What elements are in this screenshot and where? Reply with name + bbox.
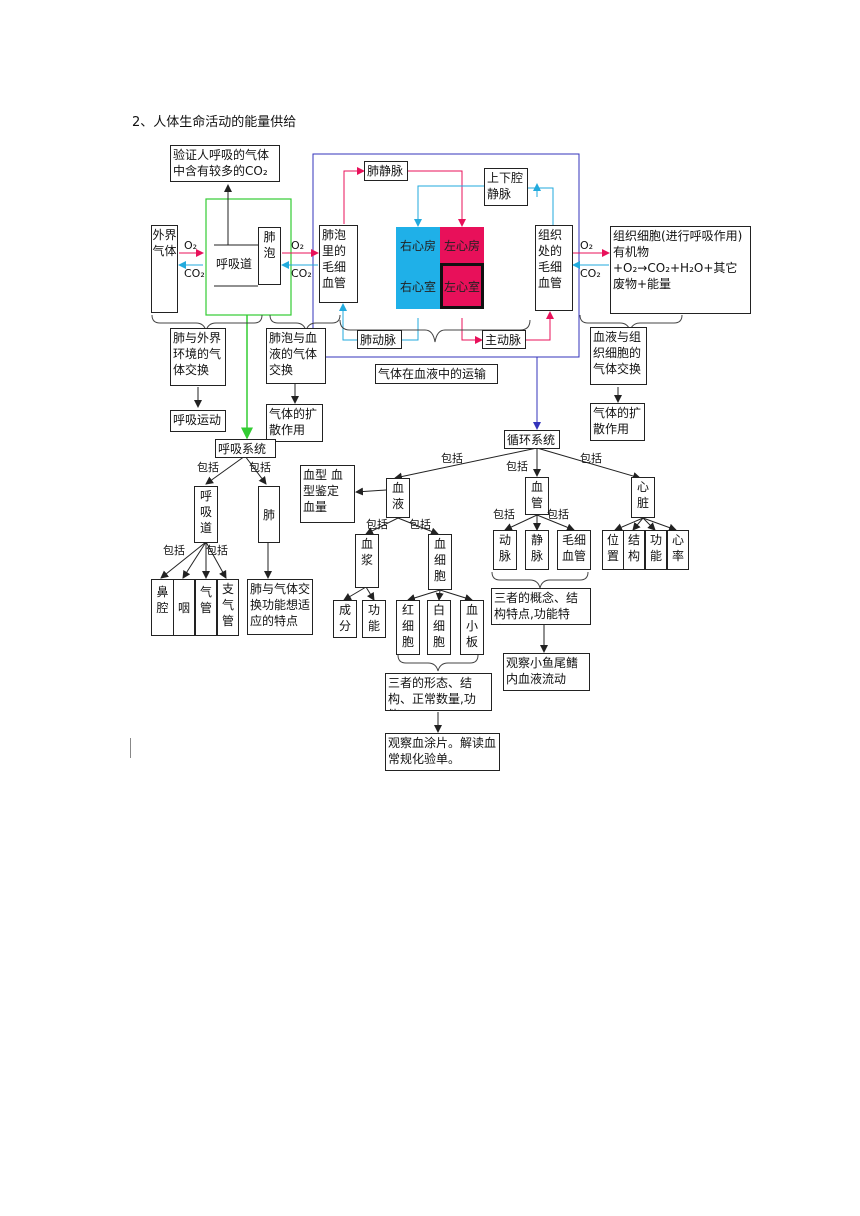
alveoli-blood-exchange-box: 肺泡与血液的气体交换 [266, 328, 326, 384]
composition-box: 成分 [333, 600, 357, 638]
include-label-resp-3: 包括 [163, 544, 185, 557]
alveoli-box: 肺泡 [258, 227, 281, 285]
red-blood-cell-box: 红细胞 [396, 600, 420, 655]
right-atrium: 右心房 [396, 227, 440, 263]
include-label-circ-3: 包括 [580, 452, 602, 465]
vessels-box: 血管 [525, 477, 549, 515]
include-label-circ-2: 包括 [506, 460, 528, 473]
nasal-cavity-box: 鼻腔 [151, 579, 174, 636]
diffusion-box-left: 气体的扩散作用 [266, 404, 323, 442]
platelet-box: 血小板 [460, 600, 484, 655]
capillary-box: 毛细血管 [557, 530, 591, 570]
include-label-resp-1: 包括 [197, 461, 219, 474]
blood-tissue-exchange-box: 血液与组织细胞的气体交换 [590, 327, 647, 385]
circulatory-system-box: 循环系统 [504, 430, 560, 449]
respiratory-system-box: 呼吸系统 [215, 439, 276, 458]
aorta-box: 主动脉 [482, 330, 526, 349]
left-ventricle: 左心室 [440, 263, 484, 309]
co2-label-mid: CO₂ [291, 267, 312, 280]
bronchi-box: 支气管 [217, 579, 239, 636]
left-atrium: 左心房 [440, 227, 484, 263]
plasma-box: 血浆 [355, 534, 379, 588]
heart-structure-box: 结构 [623, 530, 645, 570]
vessels-note-box: 三者的概念、结构特点,功能特点。 [491, 588, 591, 625]
co2-label-left: CO₂ [184, 267, 205, 280]
trachea-box: 气管 [195, 579, 217, 636]
white-blood-cell-box: 白细胞 [427, 600, 451, 655]
vena-cava-box: 上下腔静脉 [484, 168, 528, 206]
tissue-cell-box: 组织细胞(进行呼吸作用)有机物+O₂→CO₂+H₂O+其它废物+能量 [610, 226, 751, 314]
cells-note-box: 三者的形态、结构、正常数量,功能。 [385, 673, 492, 711]
margin-tick [130, 738, 131, 758]
o2-label-left: O₂ [184, 239, 198, 252]
airway-box: 呼吸道 [194, 486, 218, 543]
vein-box: 静脉 [525, 530, 549, 570]
include-label-circ-7: 包括 [547, 508, 569, 521]
o2-label-mid: O₂ [291, 239, 305, 252]
outside-air-box: 外界气体 [151, 225, 178, 313]
heart-function-box: 功能 [645, 530, 667, 570]
include-label-circ-6: 包括 [493, 508, 515, 521]
lung-box: 肺 [258, 486, 280, 543]
heart-box: 心脏 [631, 477, 655, 518]
page-title: 2、人体生命活动的能量供给 [132, 115, 297, 130]
o2-label-right: O₂ [580, 239, 594, 252]
lung-feature-box: 肺与气体交换功能想适应的特点 [247, 579, 313, 635]
artery-box: 动脉 [493, 530, 517, 570]
fish-tail-note-box: 观察小鱼尾鳍内血液流动 [503, 653, 590, 691]
blood-cells-box: 血细胞 [428, 534, 452, 590]
tissue-capillary-box: 组织处的毛细血管 [535, 225, 573, 311]
include-label-resp-4: 包括 [206, 544, 228, 557]
include-label-circ-1: 包括 [441, 452, 463, 465]
right-ventricle: 右心室 [396, 263, 440, 309]
function-box: 功能 [362, 600, 386, 638]
airway-label: 呼吸道 [216, 257, 253, 271]
heart-position-box: 位置 [602, 530, 624, 570]
pulmonary-artery-box: 肺动脉 [357, 330, 402, 349]
pharynx-box: 咽 [173, 579, 195, 636]
include-label-circ-5: 包括 [409, 518, 431, 531]
blood-type-box: 血型 血型鉴定 血量 [300, 465, 355, 523]
verify-co2-box: 验证人呼吸的气体中含有较多的CO₂ [170, 145, 280, 182]
lung-env-exchange-box: 肺与外界环境的气体交换 [170, 328, 226, 386]
diffusion-box-right: 气体的扩散作用 [590, 403, 645, 441]
breathing-movement-box: 呼吸运动 [170, 410, 226, 432]
include-label-resp-2: 包括 [249, 461, 271, 474]
blood-transport-box: 气体在血液中的运输 [375, 364, 498, 384]
lung-capillary-box: 肺泡里的毛细血管 [319, 225, 358, 303]
co2-label-right: CO₂ [580, 267, 601, 280]
smear-note-box: 观察血涂片。解读血常规化验单。 [385, 733, 500, 771]
blood-box: 血液 [386, 478, 410, 518]
include-label-circ-4: 包括 [366, 518, 388, 531]
heart-rate-box: 心率 [667, 530, 689, 570]
pulmonary-vein-box: 肺静脉 [364, 161, 408, 181]
